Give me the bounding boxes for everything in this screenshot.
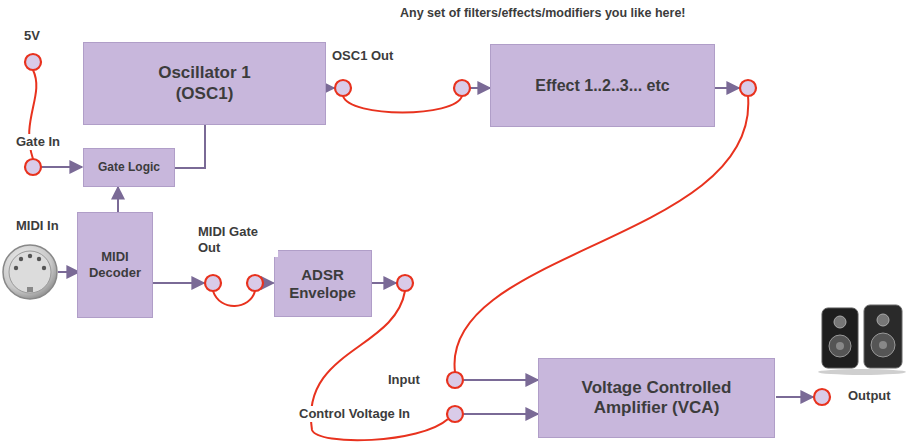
signal-line — [153, 282, 204, 284]
patch-jack — [247, 275, 263, 291]
signal-line — [715, 87, 739, 89]
patch-cable — [454, 96, 748, 372]
patch-jack — [814, 389, 830, 405]
patch-jack — [740, 80, 756, 96]
box-label: Voltage Controlled Amplifier (VCA) — [569, 378, 744, 419]
box-label: Oscillator 1 (OSC1) — [140, 63, 270, 104]
signal-label: OSC1 Out — [330, 48, 395, 64]
patch-jack — [454, 80, 470, 96]
patch-jack — [447, 406, 463, 422]
patch-jack — [397, 275, 413, 291]
signal-connector — [175, 125, 205, 168]
effect-box: Effect 1..2..3... etc — [490, 44, 715, 127]
signal-arrow — [58, 271, 79, 273]
signal-label: 5V — [22, 28, 42, 44]
signal-line — [372, 282, 397, 284]
signal-line — [464, 413, 538, 415]
signal-label: Output — [846, 388, 893, 404]
patch-jack — [25, 54, 41, 70]
signal-line — [117, 187, 119, 212]
patch-jack — [447, 372, 463, 388]
signal-line — [175, 125, 205, 168]
signal-connector — [454, 88, 748, 380]
signal-line — [471, 87, 490, 89]
signal-label: MIDI Gate Out — [196, 224, 278, 257]
signal-label: Control Voltage In — [297, 406, 412, 422]
signal-arrow — [776, 396, 813, 398]
patch-jack — [205, 275, 221, 291]
box-label: Gate Logic — [98, 160, 160, 174]
signal-line — [464, 379, 538, 381]
signal-line — [326, 87, 334, 89]
logic-box: Gate Logic — [83, 148, 175, 187]
signal-label: MIDI In — [14, 218, 61, 234]
signal-line — [264, 282, 274, 284]
oscillator-box: Oscillator 1 (OSC1) — [83, 42, 326, 125]
signal-label: Gate In — [14, 134, 62, 150]
signal-connector — [118, 187, 119, 212]
note-text: Any set of filters/effects/modifiers you… — [398, 6, 688, 22]
midi-din-connector — [3, 245, 57, 299]
patch-jack — [25, 159, 41, 175]
signal-label: Input — [386, 372, 422, 388]
box-label: ADSR Envelope — [280, 266, 366, 302]
envelope-box: ADSR Envelope — [274, 250, 372, 317]
box-label: Effect 1..2..3... etc — [535, 76, 669, 95]
signal-arrow — [41, 166, 82, 168]
speakers-illustration — [818, 305, 906, 375]
patch-cable — [343, 96, 462, 113]
patch-cable — [213, 291, 255, 306]
patch-jack — [335, 80, 351, 96]
box-label: MIDI Decoder — [83, 249, 147, 280]
decoder-box: MIDI Decoder — [77, 212, 153, 318]
amplifier-box: Voltage Controlled Amplifier (VCA) — [538, 358, 775, 438]
